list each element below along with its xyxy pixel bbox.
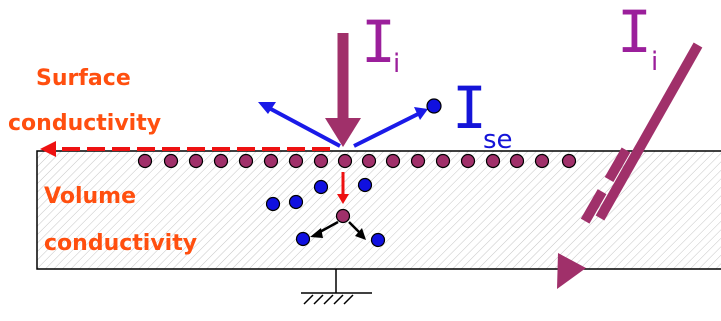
volume-injection-arrow <box>337 172 349 204</box>
incident-beam-arrow <box>325 33 361 147</box>
oblique-incident-current-label: I i <box>617 0 658 77</box>
secondary-emission-arrows <box>268 106 419 148</box>
incident-symbol: I <box>361 8 396 76</box>
ground-symbol-icon <box>301 269 372 305</box>
oblique-incident-symbol: I <box>617 0 652 66</box>
oblique-incident-beam <box>557 42 703 289</box>
scatter-arrowhead-left <box>310 228 323 238</box>
emission-arrowhead-right <box>414 107 428 120</box>
surface-conductivity-label-line1: Surface <box>36 66 131 91</box>
emission-arrowhead-left <box>258 102 276 114</box>
volume-electrons <box>265 177 386 248</box>
secondary-electron <box>426 98 442 114</box>
secondary-current-label: I se <box>452 74 513 155</box>
secondary-subscript: se <box>483 125 513 155</box>
secondary-symbol: I <box>452 74 487 142</box>
oblique-incident-subscript: i <box>651 47 658 77</box>
scatter-arrowhead-right <box>355 228 366 240</box>
volume-charge <box>335 208 351 224</box>
incident-subscript: i <box>393 49 400 79</box>
incident-current-label: I i <box>361 8 400 79</box>
volume-conductivity-label-line1: Volume <box>44 184 136 209</box>
surface-charges <box>137 153 577 169</box>
surface-conductivity-label-line2: conductivity <box>8 111 161 136</box>
volume-conductivity-label-line2: conductivity <box>44 231 197 256</box>
surface-conductivity-arrow <box>40 141 330 157</box>
